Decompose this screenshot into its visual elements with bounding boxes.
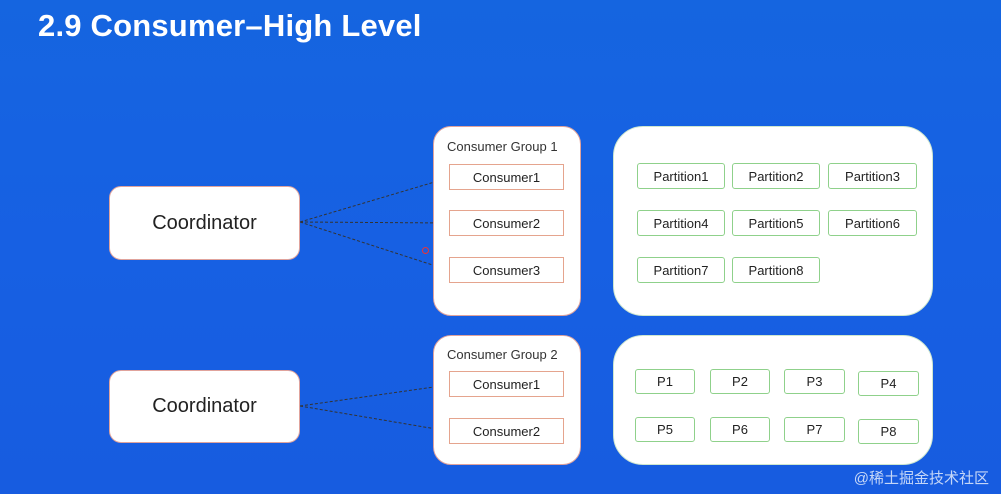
group1-consumer3: Consumer3 <box>449 257 564 283</box>
partition-p6: P6 <box>710 417 770 442</box>
group2-consumer2: Consumer2 <box>449 418 564 444</box>
partition-p8: P8 <box>858 419 919 444</box>
watermark: @稀土掘金技术社区 <box>853 470 989 487</box>
partition-panel-2 <box>613 335 933 465</box>
group2-consumer1: Consumer1 <box>449 371 564 397</box>
group1-consumer1: Consumer1 <box>449 164 564 190</box>
coordinator-box-2: Coordinator <box>109 370 300 443</box>
coordinator-label-1: Coordinator <box>152 211 257 234</box>
arrow-coord1-consumer1 <box>299 176 449 223</box>
partition-3: Partition3 <box>828 163 917 189</box>
partition-p2: P2 <box>710 369 770 394</box>
arrow-coord1-consumer2 <box>299 218 449 227</box>
partition-p4: P4 <box>858 371 919 396</box>
coordinator-box-1: Coordinator <box>109 186 300 260</box>
partition-p5: P5 <box>635 417 695 442</box>
partition-p7: P7 <box>784 417 845 442</box>
slide-title: 2.9 Consumer–High Level <box>38 8 422 43</box>
partition-2: Partition2 <box>732 163 820 189</box>
arrow-coord2-consumer1 <box>299 382 449 407</box>
arrow-coord1-consumer3 <box>299 221 449 272</box>
partition-8: Partition8 <box>732 257 820 283</box>
arrow-coord2-consumer2 <box>299 405 449 434</box>
coordinator-label-2: Coordinator <box>152 395 257 417</box>
cursor-marker <box>422 247 429 254</box>
partition-7: Partition7 <box>637 257 725 283</box>
consumer-group-1-label: Consumer Group 1 <box>447 139 558 154</box>
partition-6: Partition6 <box>828 210 917 236</box>
partition-1: Partition1 <box>637 163 725 189</box>
partition-5: Partition5 <box>732 210 820 236</box>
group1-consumer2: Consumer2 <box>449 210 564 236</box>
partition-4: Partition4 <box>637 210 725 236</box>
partition-p3: P3 <box>784 369 845 394</box>
partition-p1: P1 <box>635 369 695 394</box>
consumer-group-2-label: Consumer Group 2 <box>447 347 558 362</box>
